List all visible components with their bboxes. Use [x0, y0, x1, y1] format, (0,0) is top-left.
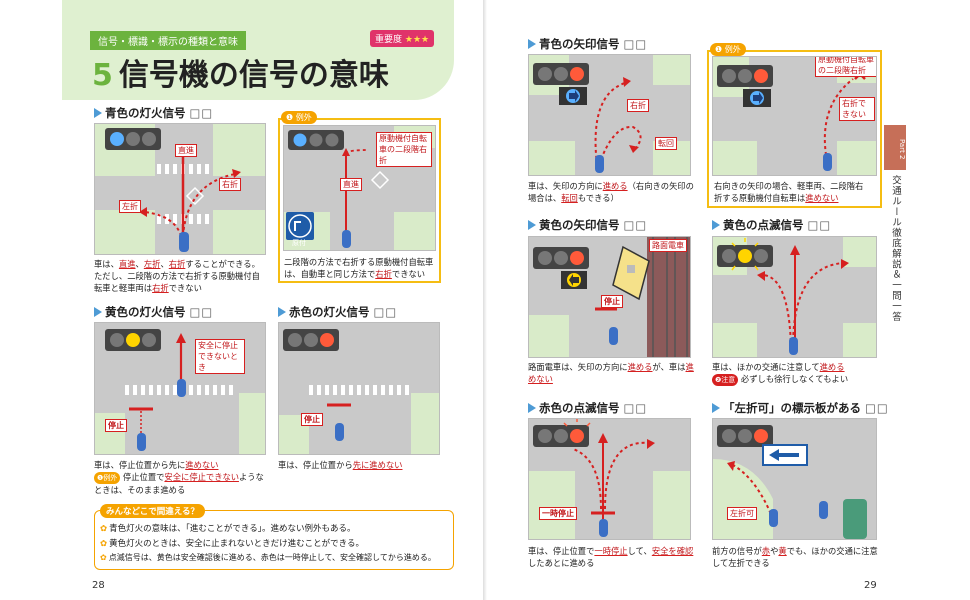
label-stop-red: 停止	[301, 413, 323, 426]
triangle-bullet-icon	[712, 403, 720, 413]
page-number-left: 28	[92, 580, 105, 591]
caution-badge: ❷注意	[712, 374, 739, 386]
diagram-green-arrow: 右折 転回	[528, 54, 691, 176]
note-line-2: ✿黄色灯火のときは、安全に止まれないときだけ進むことができる。	[100, 539, 364, 549]
label-left-turn-allowed: 左折可	[727, 507, 757, 520]
exception-badge: ❶例外	[94, 472, 121, 484]
flower-bullet-icon: ✿	[100, 524, 108, 534]
diagram-arrow-exception: 原動機付自転車の二段階右折 右折できない	[712, 56, 877, 176]
label-temporary-stop: 一時停止	[539, 507, 577, 520]
label-right-arrow: 右折	[627, 99, 649, 112]
caption-green: 車は、直進、左折、右折することができる。 ただし、二段階の方法で右折する原動機付…	[94, 259, 260, 293]
note-line-1: ✿青色灯火の意味は、「進むことができる」。進めない例外もある。	[100, 524, 356, 534]
triangle-bullet-icon	[528, 39, 536, 49]
section-title-red-flash: 赤色の点滅信号 □□	[528, 400, 647, 416]
diagram-red-flash: 一時停止	[528, 418, 691, 540]
section-title-green: 青色の灯火信号 □□	[94, 105, 213, 121]
label-moped-arrow: 原動機付自転車の二段階右折	[815, 57, 876, 77]
label-moped-two-step: 原動機付自転車の二段階右折	[376, 132, 432, 167]
triangle-bullet-icon	[528, 403, 536, 413]
triangle-bullet-icon	[94, 307, 102, 317]
note-line-3: ✿点滅信号は、黄色は安全確認後に進める、赤色は一時停止して、安全確認してから進め…	[100, 553, 436, 562]
diagram-yellow-arrow: 路面電車 停止	[528, 236, 691, 358]
label-stop-yellow-arrow: 停止	[601, 295, 623, 308]
label-right-not-allowed: 右折できない	[839, 97, 875, 121]
triangle-bullet-icon	[278, 307, 286, 317]
chapter-label: 信号・標識・標示の種類と意味	[90, 31, 246, 50]
diagram-green-light: 直進 右折 左折	[94, 123, 266, 255]
triangle-bullet-icon	[94, 108, 102, 118]
caption-arrow-exception: 右向きの矢印の場合、軽車両、二段階右 折する原動機付自転車は進めない	[714, 181, 864, 203]
caption-yellow-arrow: 路面電車は、矢印の方向に進めるが、車は進 めない	[528, 362, 694, 384]
section-title-green-arrow: 青色の矢印信号 □□	[528, 36, 647, 52]
sign-moped-text: 原付	[292, 239, 306, 247]
note-head: みんなどこで間違える？	[100, 504, 205, 518]
label-straight-exception: 直進	[340, 178, 362, 191]
flower-bullet-icon: ✿	[100, 553, 107, 562]
caption-left-turn: 前方の信号が赤や黄でも、ほかの交通に注意 して左折できる	[712, 546, 878, 568]
caption-red-flash: 車は、停止位置で一時停止して、安全を確認 したあとに進める	[528, 546, 694, 568]
part-side-text: 交通ルール徹底解説＆一問一答	[890, 175, 901, 322]
flower-bullet-icon: ✿	[100, 539, 108, 549]
exception-tag-green: ❶ 例外	[281, 111, 317, 124]
diagram-green-exception: 原動機付自転車の二段階右折 直進 原付	[283, 125, 436, 251]
section-title-left-turn: 「左折可」の標示板がある □□	[712, 400, 889, 416]
caption-green-arrow: 車は、矢印の方向に進める（右向きの矢印の 場合は、転回もできる）	[528, 181, 694, 203]
caption-green-exception: 二段階の方法で右折する原動機付自転車 は、自動車と同じ方法で右折できない	[284, 257, 434, 279]
section-title-yellow-arrow: 黄色の矢印信号 □□	[528, 217, 647, 233]
label-tram: 路面電車	[649, 239, 687, 252]
note-box	[94, 510, 454, 570]
diagram-left-turn-sign: 左折可	[712, 418, 877, 540]
triangle-bullet-icon	[528, 220, 536, 230]
header-band	[62, 0, 454, 100]
label-left: 左折	[119, 200, 141, 213]
diagram-yellow-light: 安全に停止できないとき 停止	[94, 322, 266, 455]
gutter	[483, 0, 487, 600]
diagram-yellow-flash	[712, 236, 877, 358]
part-tab: Part 2	[884, 125, 906, 170]
section-title-yellow-flash: 黄色の点滅信号 □□	[712, 217, 831, 233]
caption-yellow-flash: 車は、ほかの交通に注意して進める ❷注意 必ずしも徐行しなくてもよい	[712, 362, 849, 386]
caption-red: 車は、停止位置から先に進めない	[278, 460, 403, 470]
importance-badge: 重要度 ★★★	[370, 30, 435, 47]
triangle-bullet-icon	[712, 220, 720, 230]
page-number-right: 29	[864, 580, 877, 591]
title-number: 5	[92, 58, 113, 93]
label-straight: 直進	[175, 144, 197, 157]
label-uturn: 転回	[655, 137, 677, 150]
section-title-yellow: 黄色の灯火信号 □□	[94, 304, 213, 320]
importance-stars: ★★★	[404, 35, 430, 45]
section-title-red: 赤色の灯火信号 □□	[278, 304, 397, 320]
diagram-red-light: 停止	[278, 322, 440, 455]
label-right: 右折	[219, 178, 241, 191]
caption-yellow: 車は、停止位置から先に進めない ❶例外 停止位置で安全に停止できないような とき…	[94, 460, 264, 495]
label-stop-yellow: 停止	[105, 419, 127, 432]
label-safe-stop: 安全に停止できないとき	[195, 339, 245, 374]
exception-tag-arrow: ❶ 例外	[710, 43, 746, 56]
